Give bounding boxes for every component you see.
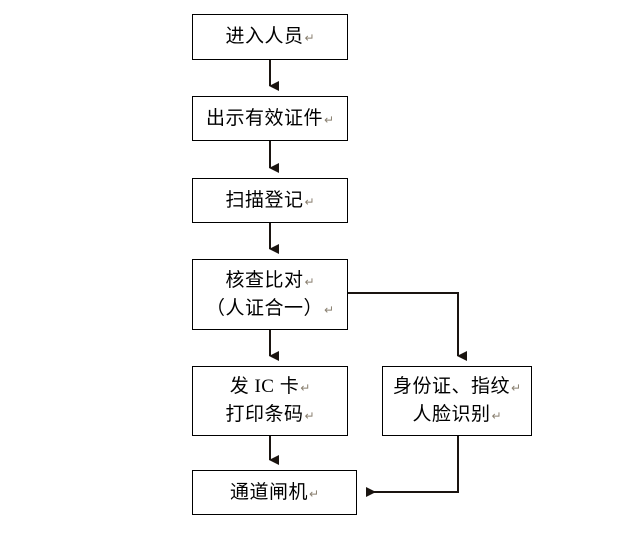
node-biometric-recognition-line1: 身份证、指纹↵ [392, 376, 522, 398]
node-entry-personnel-line1: 进入人员↵ [225, 26, 315, 48]
paragraph-mark-icon: ↵ [323, 302, 335, 317]
node-verify-compare[interactable]: 核查比对↵ （人证合一）↵ [192, 259, 348, 330]
paragraph-mark-icon: ↵ [304, 409, 315, 423]
connector-biometric-to-gate [366, 436, 459, 497]
node-verify-compare-line1: 核查比对↵ [225, 269, 315, 291]
node-entry-personnel[interactable]: 进入人员↵ [192, 14, 348, 60]
paragraph-mark-icon: ↵ [304, 274, 315, 289]
paragraph-mark-icon: ↵ [510, 381, 522, 396]
node-scan-register-line1: 扫描登记↵ [225, 189, 315, 211]
node-verify-compare-line2: （人证合一）↵ [205, 297, 335, 319]
node-show-valid-id-line1: 出示有效证件↵ [205, 107, 335, 129]
connector-verify-to-biometric [348, 292, 467, 361]
paragraph-mark-icon: ↵ [304, 31, 315, 46]
node-scan-register[interactable]: 扫描登记↵ [192, 178, 348, 223]
node-gate-machine-line1: 通道闸机↵ [229, 481, 320, 503]
node-biometric-recognition-line2: 人脸识别↵ [412, 404, 502, 425]
node-gate-machine[interactable]: 通道闸机↵ [192, 470, 357, 515]
paragraph-mark-icon: ↵ [308, 486, 320, 501]
node-issue-ic-card-line1: 发 IC 卡↵ [229, 376, 311, 398]
node-issue-ic-card-line2: 打印条码↵ [225, 404, 315, 425]
paragraph-mark-icon: ↵ [491, 409, 502, 423]
paragraph-mark-icon: ↵ [304, 194, 315, 209]
paragraph-mark-icon: ↵ [323, 112, 335, 127]
paragraph-mark-icon: ↵ [300, 381, 311, 396]
node-show-valid-id[interactable]: 出示有效证件↵ [192, 96, 348, 141]
node-issue-ic-card[interactable]: 发 IC 卡↵ 打印条码↵ [192, 366, 348, 436]
node-biometric-recognition[interactable]: 身份证、指纹↵ 人脸识别↵ [382, 366, 532, 436]
